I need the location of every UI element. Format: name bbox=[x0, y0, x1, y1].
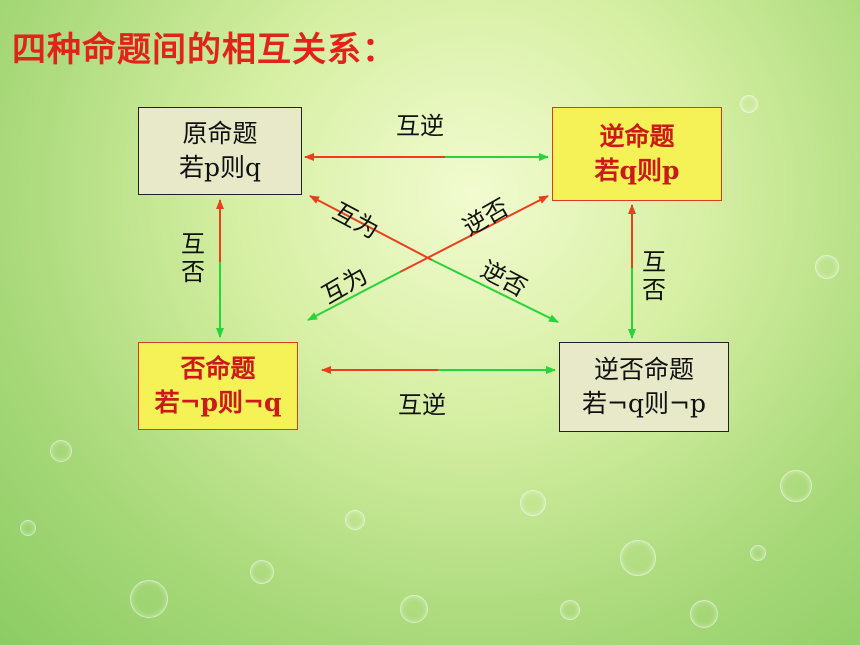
contrapositive-proposition-box: 逆否命题 若¬q则¬p bbox=[559, 342, 729, 432]
bubble bbox=[560, 600, 580, 620]
page-title: 四种命题间的相互关系： bbox=[12, 30, 397, 70]
bubble bbox=[250, 560, 274, 584]
inverse-proposition-box: 否命题 若¬p则¬q bbox=[138, 342, 298, 430]
bubble bbox=[690, 600, 718, 628]
bubble bbox=[780, 470, 812, 502]
inverse-proposition-form: 若¬p则¬q bbox=[154, 388, 282, 417]
diag-b-red bbox=[399, 195, 549, 273]
converse-proposition-box: 逆命题 若q则p bbox=[552, 107, 722, 201]
converse-proposition-title: 逆命题 bbox=[599, 122, 675, 151]
original-proposition-form: 若p则q bbox=[178, 153, 261, 182]
contrapositive-proposition-form: 若¬q则¬p bbox=[582, 389, 706, 418]
top-relation-label: 互逆 bbox=[396, 112, 444, 140]
contrapositive-proposition-title: 逆否命题 bbox=[593, 355, 694, 384]
bubble bbox=[400, 595, 428, 623]
bubble bbox=[740, 95, 758, 113]
left-relation-label: 互否 bbox=[181, 230, 205, 286]
inverse-proposition-title: 否命题 bbox=[180, 354, 256, 383]
bubble bbox=[620, 540, 656, 576]
bubble bbox=[20, 520, 36, 536]
bubble bbox=[520, 490, 546, 516]
bottom-relation-label: 互逆 bbox=[398, 391, 446, 419]
bubble bbox=[50, 440, 72, 462]
diag-a-red bbox=[309, 195, 433, 261]
diag-b-green bbox=[307, 271, 401, 321]
original-proposition-box: 原命题 若p则q bbox=[138, 107, 302, 195]
bubble bbox=[750, 545, 766, 561]
original-proposition-title: 原命题 bbox=[182, 119, 258, 148]
bubble bbox=[815, 255, 839, 279]
converse-proposition-form: 若q则p bbox=[594, 156, 680, 185]
right-relation-label: 互否 bbox=[642, 248, 666, 304]
diag-a-green bbox=[431, 259, 559, 323]
bubble bbox=[345, 510, 365, 530]
bubble bbox=[130, 580, 168, 618]
